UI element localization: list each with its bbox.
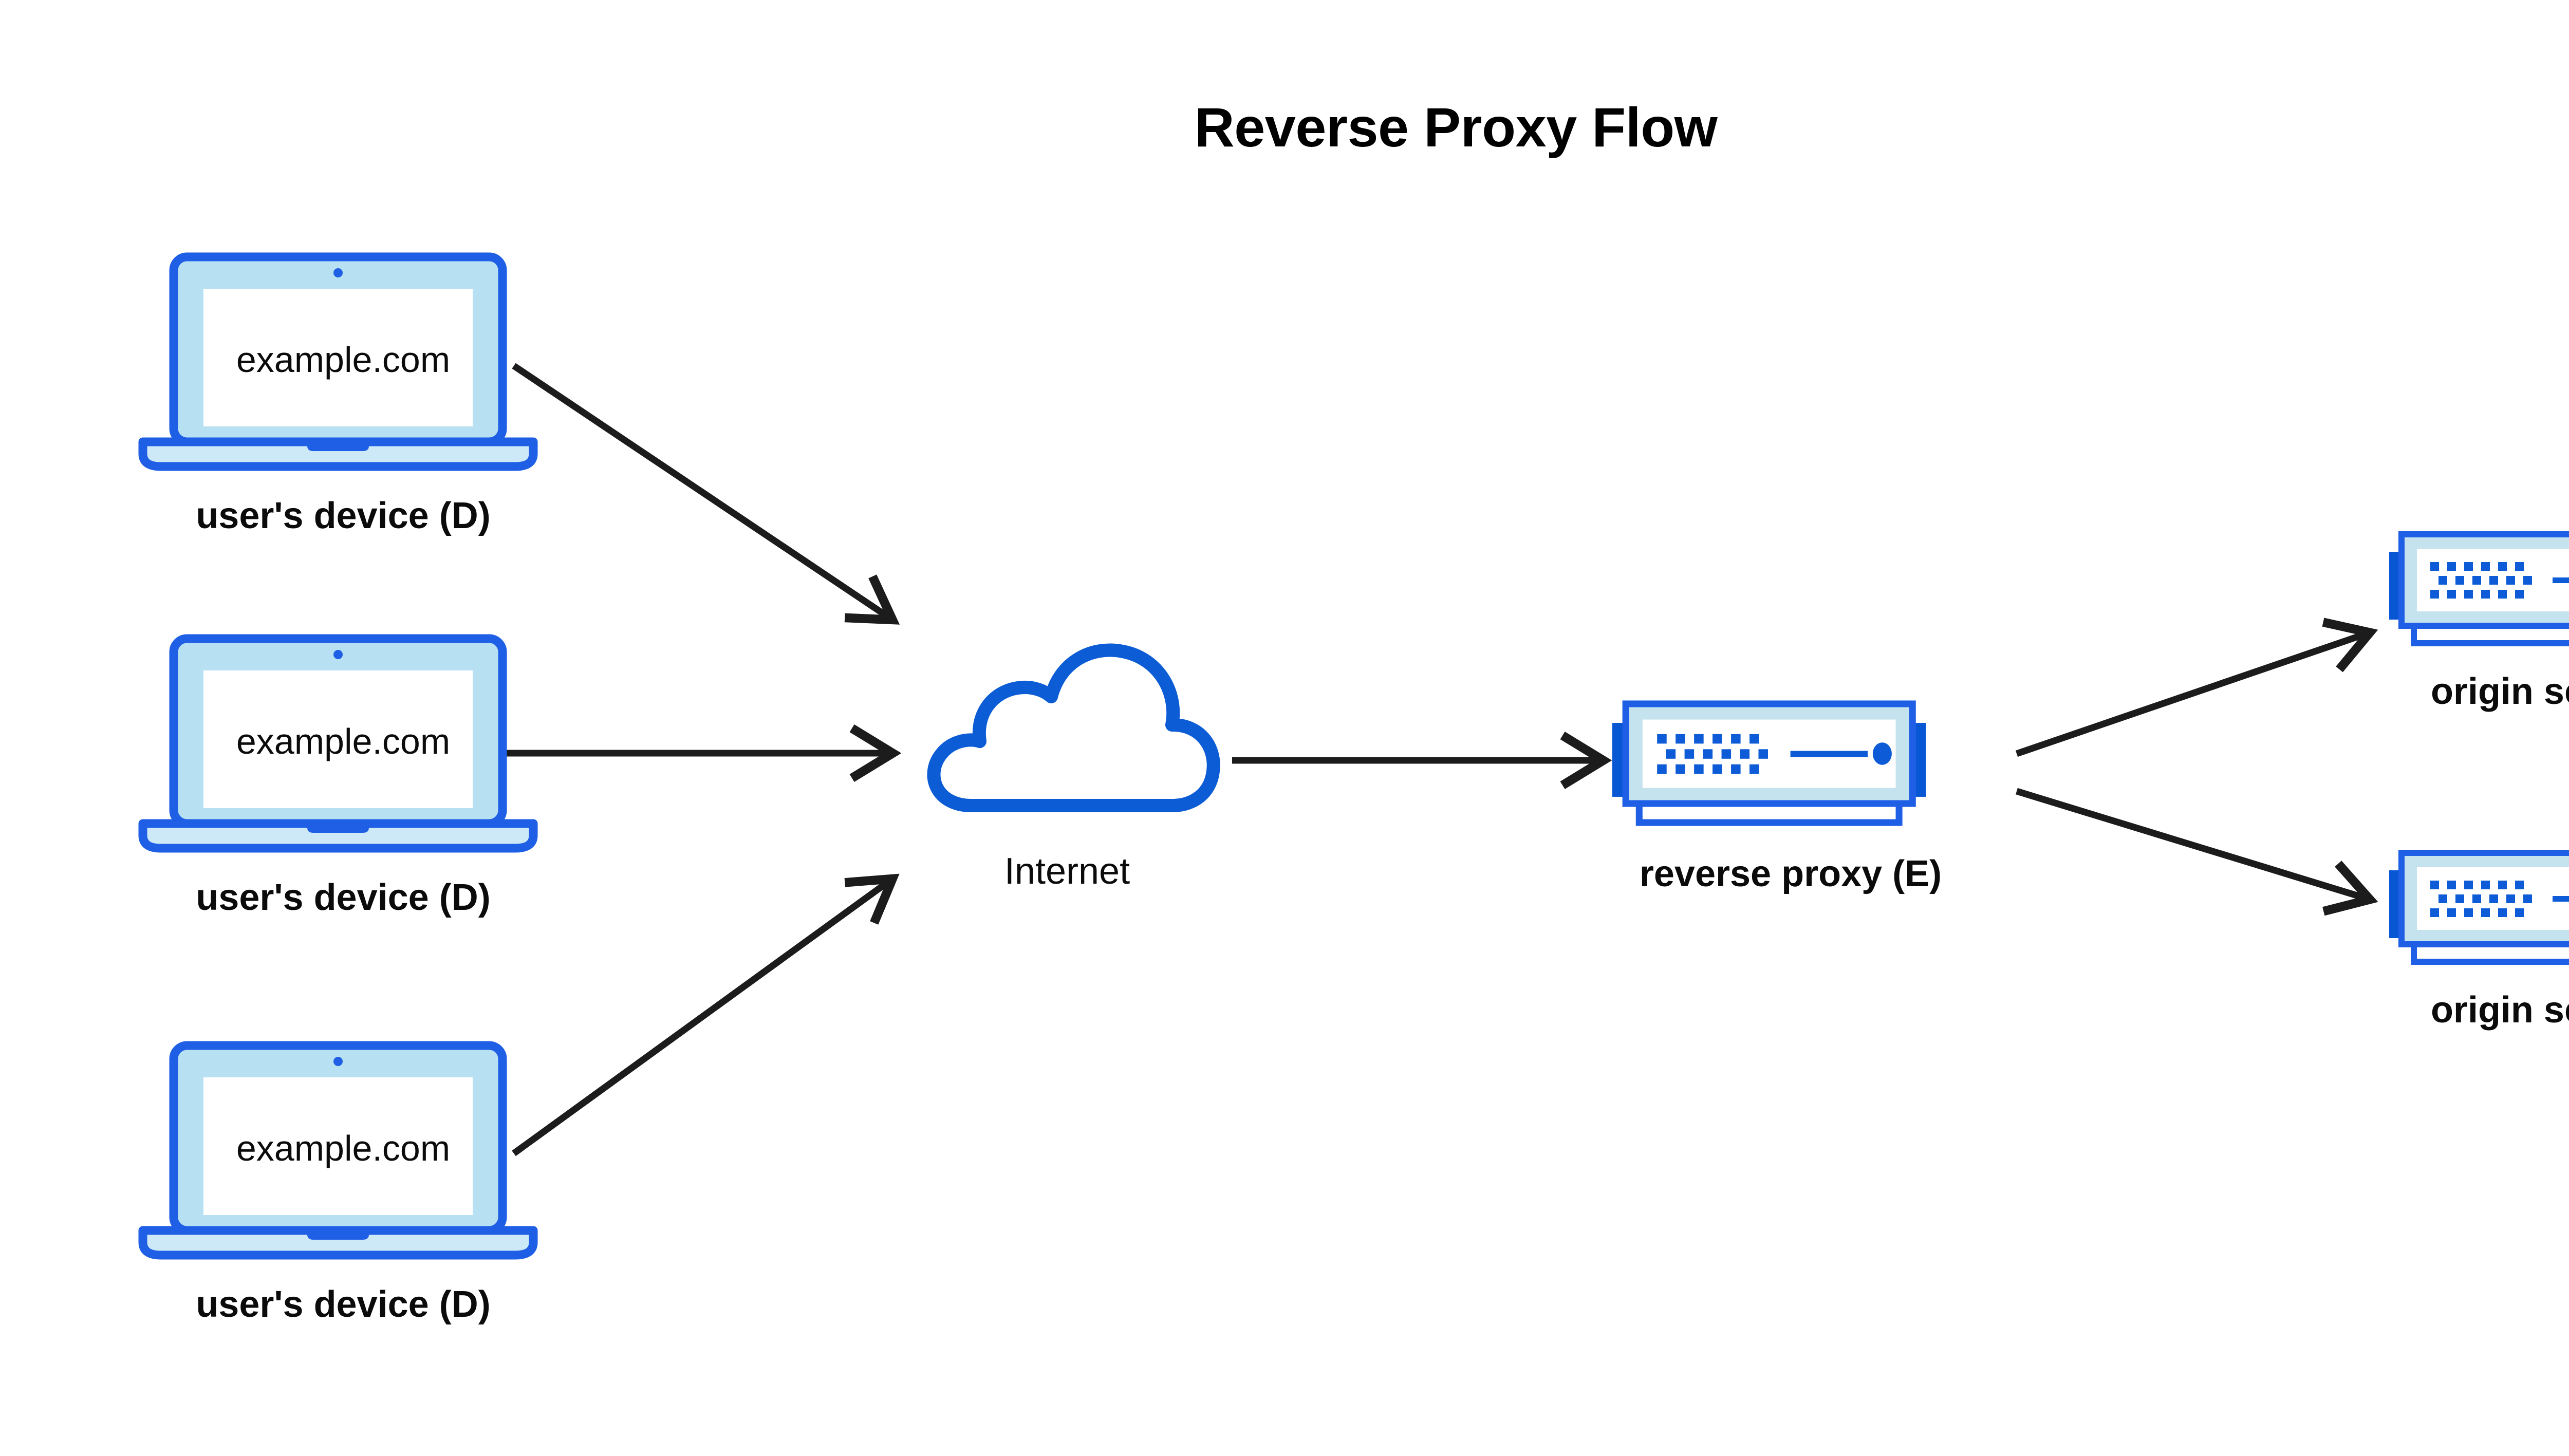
label-internet: Internet <box>1004 851 1130 892</box>
arrow-proxy-to-origin2 <box>2016 788 2378 916</box>
cloud-icon <box>934 650 1214 806</box>
screen-text-user-device-1: example.com <box>236 340 451 380</box>
screen-text-user-device-3: example.com <box>236 1128 451 1168</box>
label-user-device-1: user's device (D) <box>196 495 491 536</box>
label-user-device-3: user's device (D) <box>196 1284 491 1325</box>
screen-text-user-device-2: example.com <box>236 721 451 761</box>
page-title: Reverse Proxy Flow <box>1194 96 1718 158</box>
label-reverse-proxy: reverse proxy (E) <box>1639 853 1942 894</box>
arrow-proxy-to-origin1 <box>2015 618 2378 757</box>
label-user-device-2: user's device (D) <box>196 877 491 918</box>
server-icon-reverse-proxy <box>1612 704 1926 823</box>
label-origin-server-1: origin server (F) <box>2430 671 2569 712</box>
arrow-device1-to-internet <box>512 363 900 625</box>
label-origin-server-2: origin server (F) <box>2430 990 2569 1031</box>
server-icon-origin-server-2 <box>2389 853 2569 962</box>
arrow-device3-to-internet <box>512 873 900 1156</box>
server-icon-origin-server-1 <box>2389 534 2569 643</box>
